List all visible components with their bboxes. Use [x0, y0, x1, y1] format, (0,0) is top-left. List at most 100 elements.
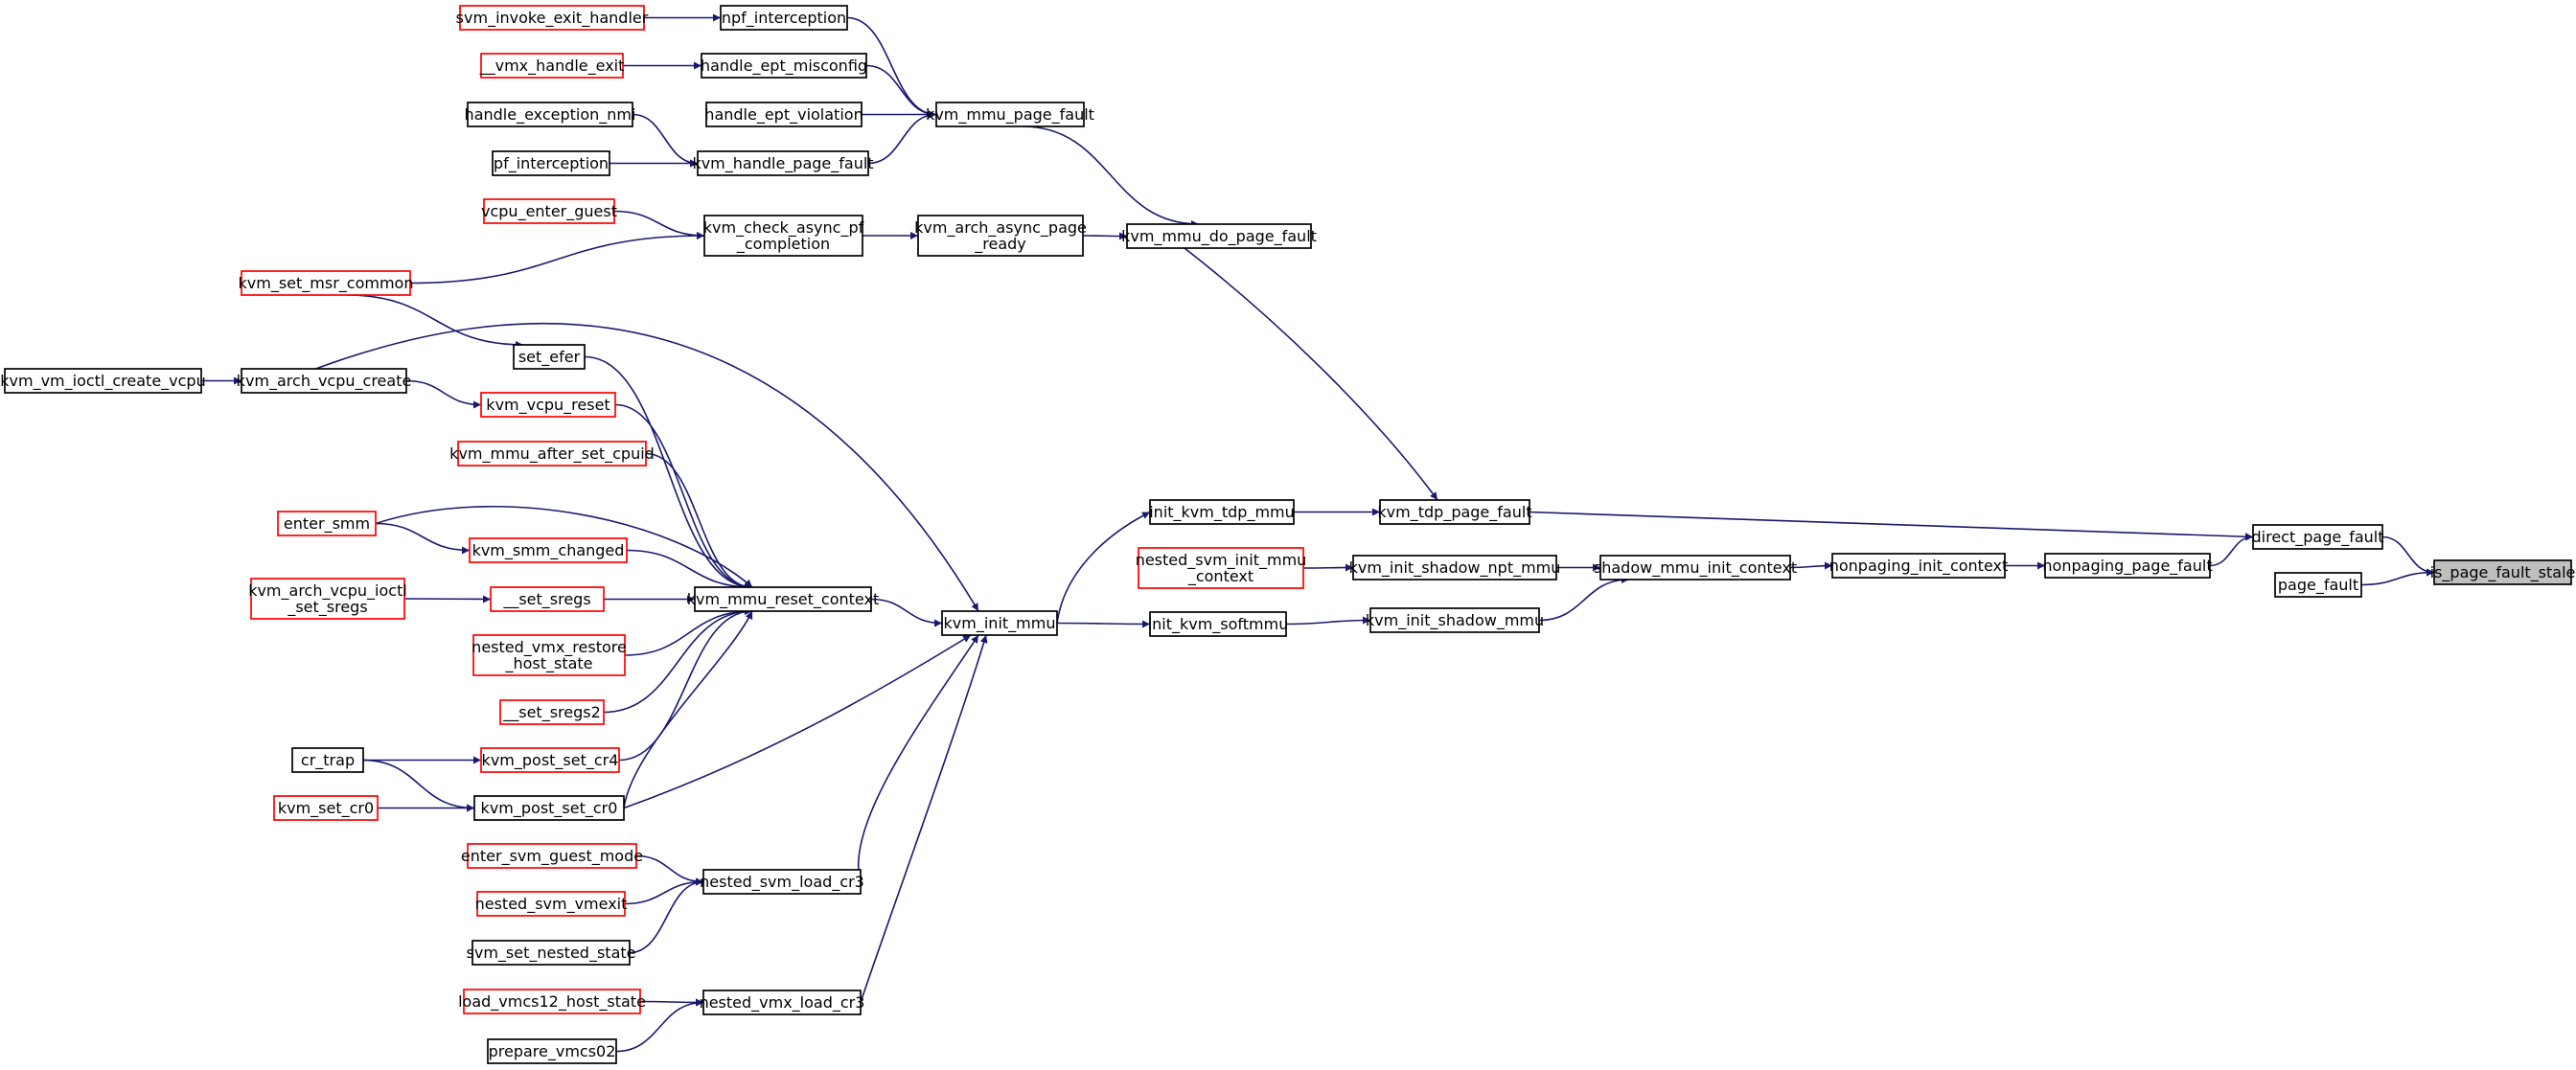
node-box: [492, 150, 610, 176]
node-nested-svm-init-mmu-context[interactable]: nested_svm_init_mmu_context: [1136, 547, 1307, 589]
node-nested-svm-load-cr3[interactable]: nested_svm_load_cr3: [700, 869, 864, 895]
node-init-kvm-softmmu[interactable]: init_kvm_softmmu: [1148, 611, 1289, 637]
node-set-efer[interactable]: set_efer: [513, 344, 586, 370]
node-kvm-arch-async-page-ready[interactable]: kvm_arch_async_page_ready: [914, 215, 1087, 257]
node-kvm-set-msr-common[interactable]: kvm_set_msr_common: [239, 270, 414, 296]
node-handle-ept-misconfig[interactable]: handle_ept_misconfig: [701, 53, 867, 79]
node-kvm-mmu-do-page-fault[interactable]: kvm_mmu_do_page_fault: [1121, 223, 1317, 249]
edge-kvm-smm-changed-to-kvm-mmu-reset-context: [626, 549, 753, 591]
node-shadow-mmu-init-context[interactable]: shadow_mmu_init_context: [1594, 555, 1797, 581]
node-label: handle_ept_misconfig: [701, 57, 867, 76]
edge-kvm-arch-vcpu-create-to-kvm-init-mmu: [315, 322, 979, 612]
node-kvm-vm-ioctl-create-vcpu[interactable]: kvm_vm_ioctl_create_vcpu: [0, 368, 206, 394]
node-box: [1126, 223, 1312, 249]
node-box: [4, 368, 202, 394]
node-load-vmcs12-host-state[interactable]: load_vmcs12_host_state: [458, 989, 646, 1014]
node-label: kvm_tdp_page_fault: [1377, 503, 1531, 522]
node-box: [2433, 559, 2572, 585]
node-box: [702, 990, 862, 1015]
node-set-sregs[interactable]: __set_sregs: [490, 586, 605, 612]
edge-nested-vmx-restore-host-state-to-kvm-mmu-reset-context: [624, 607, 753, 656]
node-prepare-vmcs02[interactable]: prepare_vmcs02: [487, 1038, 617, 1064]
node-kvm-post-set-cr0[interactable]: kvm_post_set_cr0: [473, 795, 625, 821]
node-label: cr_trap: [301, 751, 355, 770]
node-kvm-init-mmu[interactable]: kvm_init_mmu: [941, 610, 1058, 636]
node-kvm-mmu-reset-context[interactable]: kvm_mmu_reset_context: [687, 586, 879, 612]
node-kvm-tdp-page-fault[interactable]: kvm_tdp_page_fault: [1377, 499, 1532, 525]
node-box: [2252, 524, 2383, 550]
node-kvm-arch-vcpu-ioctl-set-sregs[interactable]: kvm_arch_vcpu_ioctl_set_sregs: [248, 578, 407, 620]
edge-nested-svm-init-mmu-context-to-kvm-init-shadow-npt-mmu: [1302, 563, 1354, 572]
node-label: kvm_post_set_cr0: [481, 799, 618, 818]
node-label: set_efer: [518, 348, 581, 367]
edge-kvm-vcpu-reset-to-kvm-mmu-reset-context: [614, 403, 753, 591]
node-enter-svm-guest-mode[interactable]: enter_svm_guest_mode: [461, 843, 643, 869]
node-svm-set-nested-state[interactable]: svm_set_nested_state: [467, 940, 636, 966]
node-init-kvm-tdp-mmu[interactable]: init_kvm_tdp_mmu: [1149, 499, 1295, 525]
node-kvm-vcpu-reset[interactable]: kvm_vcpu_reset: [480, 392, 616, 418]
node-box: [2274, 572, 2362, 598]
node-is-page-fault-stale[interactable]: is_page_fault_stale: [2430, 559, 2576, 585]
node-box: [1599, 555, 1791, 581]
node-box: [473, 795, 625, 821]
node-kvm-init-shadow-mmu[interactable]: kvm_init_shadow_mmu: [1366, 607, 1544, 633]
node-box: [703, 215, 863, 257]
node-nested-vmx-load-cr3[interactable]: nested_vmx_load_cr3: [700, 990, 865, 1015]
node-box: [701, 53, 867, 79]
node-label: shadow_mmu_init_context: [1594, 558, 1797, 578]
node-box: [935, 102, 1085, 127]
node-npf-interception[interactable]: npf_interception: [720, 5, 848, 31]
node-box: [241, 270, 411, 296]
node-nested-svm-vmexit[interactable]: nested_svm_vmexit: [475, 891, 628, 917]
node-page-fault[interactable]: page_fault: [2274, 572, 2362, 598]
node-vmx-handle-exit[interactable]: __vmx_handle_exit: [479, 53, 625, 79]
function-nodes: is_page_fault_stale direct_page_faultpage…: [0, 5, 2576, 1064]
node-cr-trap[interactable]: cr_trap: [291, 747, 364, 773]
edge-shadow-mmu-init-context-to-nonpaging-init-context: [1789, 561, 1833, 570]
node-set-sregs2[interactable]: __set_sregs2: [499, 699, 605, 725]
node-label: kvm_arch_async_page: [914, 218, 1087, 238]
node-direct-page-fault[interactable]: direct_page_fault: [2252, 524, 2384, 550]
node-enter-smm[interactable]: enter_smm: [277, 511, 377, 536]
node-kvm-arch-vcpu-create[interactable]: kvm_arch_vcpu_create: [237, 368, 412, 394]
edge-load-vmcs12-host-state-to-nested-vmx-load-cr3: [639, 998, 704, 1007]
node-pf-interception[interactable]: pf_interception: [492, 150, 610, 176]
node-label: _completion: [736, 235, 830, 254]
node-label: enter_smm: [284, 514, 370, 534]
node-handle-ept-violation[interactable]: handle_ept_violation: [704, 102, 863, 127]
node-box: [467, 843, 637, 869]
node-nonpaging-page-fault[interactable]: nonpaging_page_fault: [2042, 553, 2213, 579]
node-kvm-handle-page-fault[interactable]: kvm_handle_page_fault: [692, 150, 874, 176]
node-nested-vmx-restore-host-state[interactable]: nested_vmx_restore_host_state: [472, 634, 627, 676]
node-handle-exception-nmi[interactable]: handle_exception_nmi: [465, 102, 636, 127]
node-vcpu-enter-guest[interactable]: vcpu_enter_guest: [481, 198, 617, 224]
edge-nested-vmx-load-cr3-to-kvm-init-mmu: [860, 634, 988, 1003]
node-kvm-mmu-after-set-cpuid[interactable]: kvm_mmu_after_set_cpuid: [449, 441, 655, 467]
node-kvm-smm-changed[interactable]: kvm_smm_changed: [469, 537, 628, 563]
node-label: npf_interception: [722, 9, 846, 28]
call-edges: [201, 13, 2435, 1053]
node-kvm-set-cr0[interactable]: kvm_set_cr0: [273, 795, 379, 821]
node-kvm-check-async-pf-completion[interactable]: kvm_check_async_pf_completion: [703, 215, 864, 257]
edge-handle-ept-misconfig-to-kvm-mmu-page-fault: [865, 64, 937, 119]
node-label: nonpaging_page_fault: [2042, 557, 2212, 576]
node-kvm-init-shadow-npt-mmu[interactable]: kvm_init_shadow_npt_mmu: [1349, 555, 1561, 581]
node-kvm-post-set-cr4[interactable]: kvm_post_set_cr4: [480, 747, 620, 773]
node-box: [694, 586, 872, 612]
node-box: [476, 891, 626, 917]
edge-kvm-tdp-page-fault-to-direct-page-fault: [1529, 511, 2254, 541]
edge-vcpu-enter-guest-to-kvm-check-async-pf-completion: [613, 210, 705, 239]
node-label: init_kvm_softmmu: [1148, 615, 1289, 634]
node-label: kvm_vcpu_reset: [486, 396, 610, 415]
edge-kvm-mmu-after-set-cpuid-to-kvm-mmu-reset-context: [645, 452, 753, 591]
edge-nonpaging-page-fault-to-direct-page-fault: [2209, 533, 2254, 567]
node-box: [273, 795, 379, 821]
node-nonpaging-init-context[interactable]: nonpaging_init_context: [1829, 553, 2009, 579]
node-label: nonpaging_init_context: [1829, 557, 2009, 576]
node-box: [277, 511, 377, 536]
node-label: page_fault: [2278, 576, 2358, 595]
edge-kvm-init-shadow-mmu-to-shadow-mmu-init-context: [1538, 576, 1630, 622]
node-kvm-mmu-page-fault[interactable]: kvm_mmu_page_fault: [926, 102, 1094, 127]
node-svm-invoke-exit-handler[interactable]: svm_invoke_exit_handler: [456, 5, 649, 31]
